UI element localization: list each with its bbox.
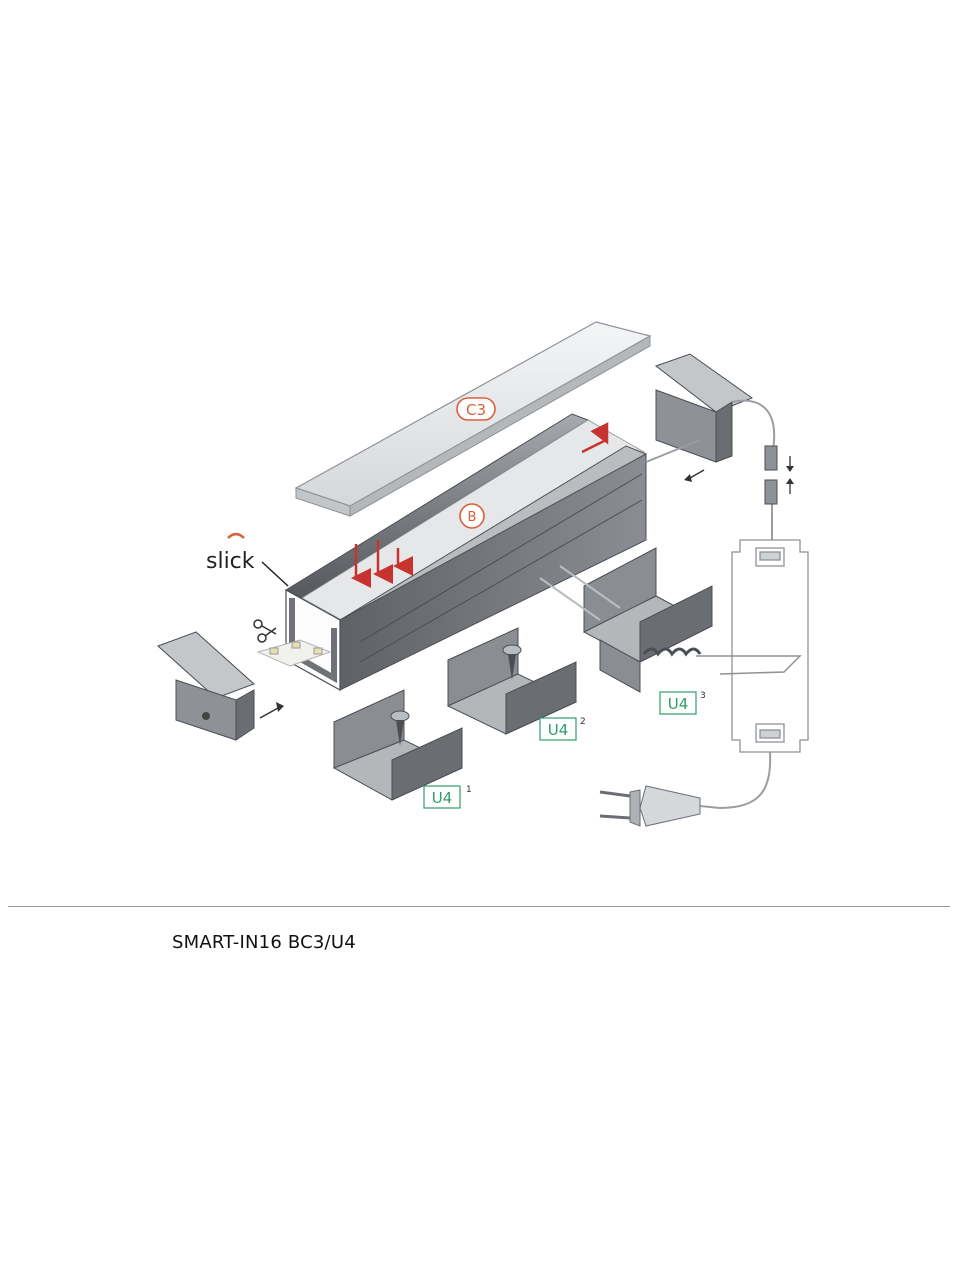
mount-label-3: U4 3 xyxy=(659,691,706,715)
mounting-clip-2 xyxy=(446,627,578,735)
mounting-clip-1 xyxy=(332,689,464,801)
arrow-icon xyxy=(259,702,284,719)
product-caption: SMART-IN16 BC3/U4 xyxy=(172,932,356,953)
mount-label-2: U4 2 xyxy=(539,717,586,741)
insert-arrows xyxy=(351,422,609,588)
mount-label-1: U4 1 xyxy=(423,785,472,809)
divider xyxy=(8,906,950,907)
end-cap-left xyxy=(157,631,255,741)
slick-logo: slick xyxy=(206,532,289,587)
power-supply xyxy=(731,539,809,753)
cover-label-text: C3 xyxy=(466,401,486,419)
cable xyxy=(731,399,776,540)
mount-label-3-text: U4 xyxy=(668,695,689,713)
mount-label-1-text: U4 xyxy=(432,789,453,807)
profile-label-text: B xyxy=(468,510,477,525)
aluminium-profile xyxy=(284,413,648,692)
scissors-icon xyxy=(253,619,277,643)
mount-label-1-sup: 1 xyxy=(466,785,472,795)
plug-icon xyxy=(599,751,772,827)
end-cap-right xyxy=(645,353,754,482)
connector xyxy=(764,445,794,505)
spring-rods xyxy=(539,565,621,621)
led-strip xyxy=(256,639,332,667)
profile-label: B xyxy=(459,503,485,529)
mount-label-2-sup: 2 xyxy=(580,717,586,727)
mounting-clip-3 xyxy=(582,547,802,693)
mount-label-2-text: U4 xyxy=(548,721,569,739)
mount-label-3-sup: 3 xyxy=(700,691,706,701)
slick-logo-text: slick xyxy=(206,549,255,574)
cover-label: C3 xyxy=(456,397,496,421)
screw-icon xyxy=(390,710,410,746)
